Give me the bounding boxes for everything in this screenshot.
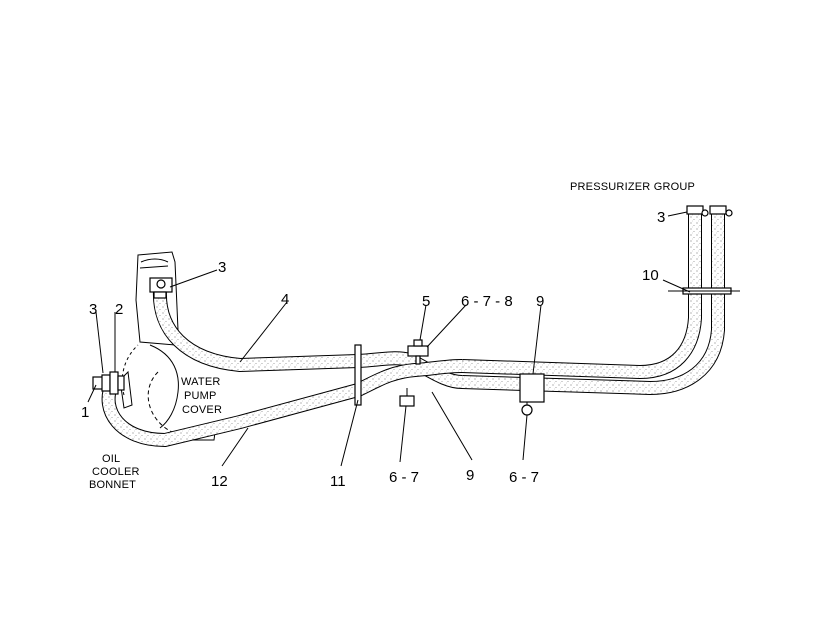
bracket-10 [668,287,740,295]
oil-cooler-bonnet-line-3: BONNET [89,479,136,491]
nut-6-7-left [399,388,415,407]
top-fitting-3 [149,277,173,299]
hose-12 [101,381,360,448]
callout-11: 11 [330,473,346,490]
hose-to-pressurizer [461,212,725,396]
callout-9-top: 9 [536,293,544,310]
clamp-9 [519,373,545,416]
callout-3-top: 3 [218,259,226,276]
callout-12: 12 [211,473,228,490]
hose-4 [152,289,359,373]
water-pump-cover-line-2: PUMP [184,390,217,402]
hose-9-crossover [354,351,463,397]
pressurizer-group-caption: PRESSURIZER GROUP [570,181,695,193]
callout-9-bottom: 9 [466,467,474,484]
leader-lines [87,211,691,467]
callout-6-7-left: 6 - 7 [389,469,419,486]
bolt-5 [407,339,429,365]
clamp-11 [354,344,362,406]
callout-6-7-right: 6 - 7 [509,469,539,486]
oil-cooler-fittings [92,371,125,395]
oil-cooler-bonnet-line-2: COOLER [92,466,140,478]
callout-6-7-8: 6 - 7 - 8 [461,293,513,310]
callout-3-right: 3 [657,209,665,226]
callout-10: 10 [642,267,659,284]
water-pump-cover-line-3: COVER [182,404,222,416]
callout-4: 4 [281,291,289,308]
callout-1: 1 [81,404,89,421]
water-pump-cover-line-1: WATER [181,376,221,388]
callout-5: 5 [422,293,430,310]
callout-3-left: 3 [89,301,97,318]
callout-2: 2 [115,301,123,318]
pressurizer-fittings [686,205,733,217]
oil-cooler-bonnet-line-1: OIL [102,453,120,465]
